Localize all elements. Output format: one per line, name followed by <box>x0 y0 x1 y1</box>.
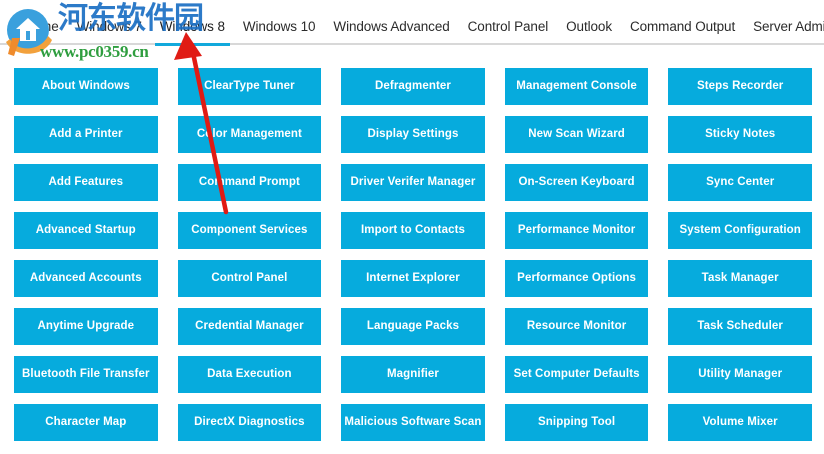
tool-tile[interactable]: Anytime Upgrade <box>14 308 158 345</box>
tool-tile[interactable]: Character Map <box>14 404 158 441</box>
tool-tile[interactable]: Driver Verifer Manager <box>341 164 485 201</box>
tool-tile[interactable]: Advanced Startup <box>14 212 158 249</box>
tool-tile[interactable]: Volume Mixer <box>668 404 812 441</box>
tool-tile[interactable]: Add Features <box>14 164 158 201</box>
tool-tile[interactable]: Color Management <box>177 116 322 153</box>
nav-item-home[interactable]: Home <box>14 0 68 42</box>
nav-item-windows-8[interactable]: Windows 8 <box>151 0 234 42</box>
tool-tile[interactable]: Task Manager <box>668 260 812 297</box>
tool-tile[interactable]: Sticky Notes <box>668 116 812 153</box>
nav-item-label: Home <box>23 19 59 34</box>
tool-tile[interactable]: Utility Manager <box>668 356 812 393</box>
tool-tile[interactable]: Set Computer Defaults <box>504 356 649 393</box>
nav-item-label: Windows 8 <box>159 19 225 34</box>
nav-item-outlook[interactable]: Outlook <box>557 0 621 42</box>
nav-item-label: Windows Advanced <box>333 19 450 34</box>
nav-divider <box>0 43 824 45</box>
tool-tile[interactable]: Bluetooth File Transfer <box>14 356 158 393</box>
main-navigation[interactable]: Home Windows 7 Windows 8 Windows 10 Wind… <box>0 0 824 46</box>
tool-tile[interactable]: Command Prompt <box>177 164 322 201</box>
tool-tile[interactable]: Display Settings <box>341 116 485 153</box>
nav-item-windows-10[interactable]: Windows 10 <box>234 0 325 42</box>
tool-tile[interactable]: Control Panel <box>177 260 322 297</box>
tool-tile[interactable]: Resource Monitor <box>504 308 649 345</box>
nav-item-label: Server Administration <box>753 19 824 34</box>
tool-tile[interactable]: Language Packs <box>341 308 485 345</box>
tool-tile[interactable]: Advanced Accounts <box>14 260 158 297</box>
tool-tile[interactable]: Sync Center <box>668 164 812 201</box>
tool-tile[interactable]: Magnifier <box>341 356 485 393</box>
tool-tile[interactable]: Performance Monitor <box>504 212 649 249</box>
nav-item-label: Control Panel <box>467 19 549 34</box>
tool-tile[interactable]: Malicious Software Scan <box>341 404 485 441</box>
tool-tile[interactable]: Component Services <box>177 212 322 249</box>
tool-tile[interactable]: ClearType Tuner <box>177 68 322 105</box>
nav-item-control-panel[interactable]: Control Panel <box>459 0 558 42</box>
tool-tile[interactable]: Steps Recorder <box>668 68 812 105</box>
tool-tile[interactable]: On-Screen Keyboard <box>504 164 649 201</box>
nav-active-indicator <box>154 43 230 46</box>
nav-item-label: Windows 10 <box>242 19 316 34</box>
tool-tile[interactable]: System Configuration <box>668 212 812 249</box>
tool-tile[interactable]: Credential Manager <box>177 308 322 345</box>
tool-tile[interactable]: Performance Options <box>504 260 649 297</box>
tool-tile[interactable]: Add a Printer <box>14 116 158 153</box>
tool-tile[interactable]: Data Execution <box>177 356 322 393</box>
nav-item-server-administration[interactable]: Server Administration <box>744 0 824 42</box>
tool-tile[interactable]: Defragmenter <box>341 68 485 105</box>
tool-tile[interactable]: Task Scheduler <box>668 308 812 345</box>
nav-item-windows-7[interactable]: Windows 7 <box>68 0 151 42</box>
tool-tile[interactable]: Management Console <box>504 68 649 105</box>
nav-item-label: Outlook <box>566 19 612 34</box>
tool-tile[interactable]: New Scan Wizard <box>504 116 649 153</box>
tool-tile[interactable]: DirectX Diagnostics <box>177 404 322 441</box>
tool-tile[interactable]: Internet Explorer <box>341 260 485 297</box>
tool-tile-grid: About Windows ClearType Tuner Defragmenter… <box>14 68 812 441</box>
nav-item-command-output[interactable]: Command Output <box>621 0 744 42</box>
nav-item-label: Windows 7 <box>76 19 142 34</box>
tool-tile[interactable]: Snipping Tool <box>504 404 649 441</box>
nav-item-label: Command Output <box>629 19 736 34</box>
nav-item-windows-advanced[interactable]: Windows Advanced <box>324 0 458 42</box>
tool-tile[interactable]: Import to Contacts <box>341 212 485 249</box>
tool-tile[interactable]: About Windows <box>14 68 158 105</box>
